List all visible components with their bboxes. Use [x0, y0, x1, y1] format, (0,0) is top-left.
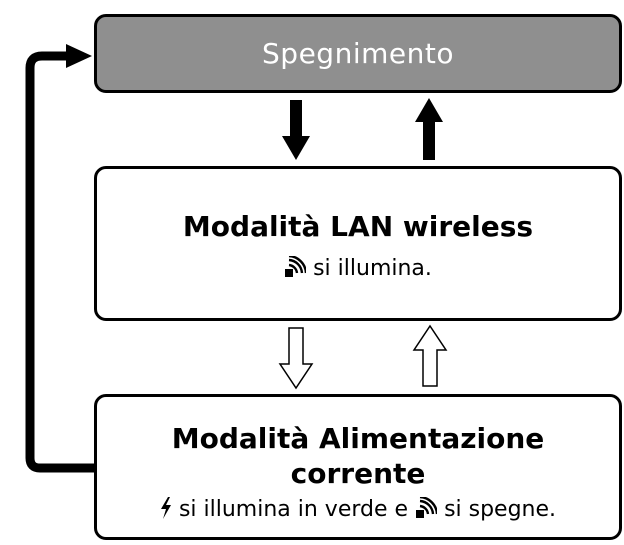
lan-subtitle-text: si illumina.: [313, 256, 432, 281]
state-box-lan-wireless: Modalità LAN wireless si illumina.: [94, 166, 622, 321]
state-title-alimentazione-line2: corrente: [290, 457, 426, 490]
loop-arrow-line: [25, 51, 96, 473]
arrow-up-solid-shaft: [423, 120, 435, 160]
wifi-icon: [415, 495, 439, 525]
arrow-up-solid-head: [415, 98, 443, 122]
lightning-icon: [160, 497, 172, 525]
arrow-down-solid-head: [282, 136, 310, 160]
state-subtitle-alimentazione: si illumina in verde e si spegne.: [97, 495, 619, 525]
arrow-down-solid-shaft: [290, 100, 302, 138]
state-title-alimentazione-line1: Modalità Alimentazione: [171, 422, 545, 455]
power-subtitle-text2: si spegne.: [444, 497, 557, 522]
arrow-up-hollow: [412, 324, 448, 387]
state-box-spegnimento: Spegnimento: [94, 14, 622, 93]
state-subtitle-lan-wireless: si illumina.: [97, 254, 619, 284]
state-label-spegnimento: Spegnimento: [262, 37, 454, 70]
loop-arrowhead: [66, 44, 92, 68]
wifi-icon: [284, 254, 308, 284]
arrow-down-hollow: [278, 327, 314, 390]
state-title-lan-wireless: Modalità LAN wireless: [182, 210, 534, 243]
state-box-alimentazione-corrente: Modalità Alimentazione corrente si illum…: [94, 394, 622, 540]
power-subtitle-text1: si illumina in verde e: [178, 497, 409, 522]
